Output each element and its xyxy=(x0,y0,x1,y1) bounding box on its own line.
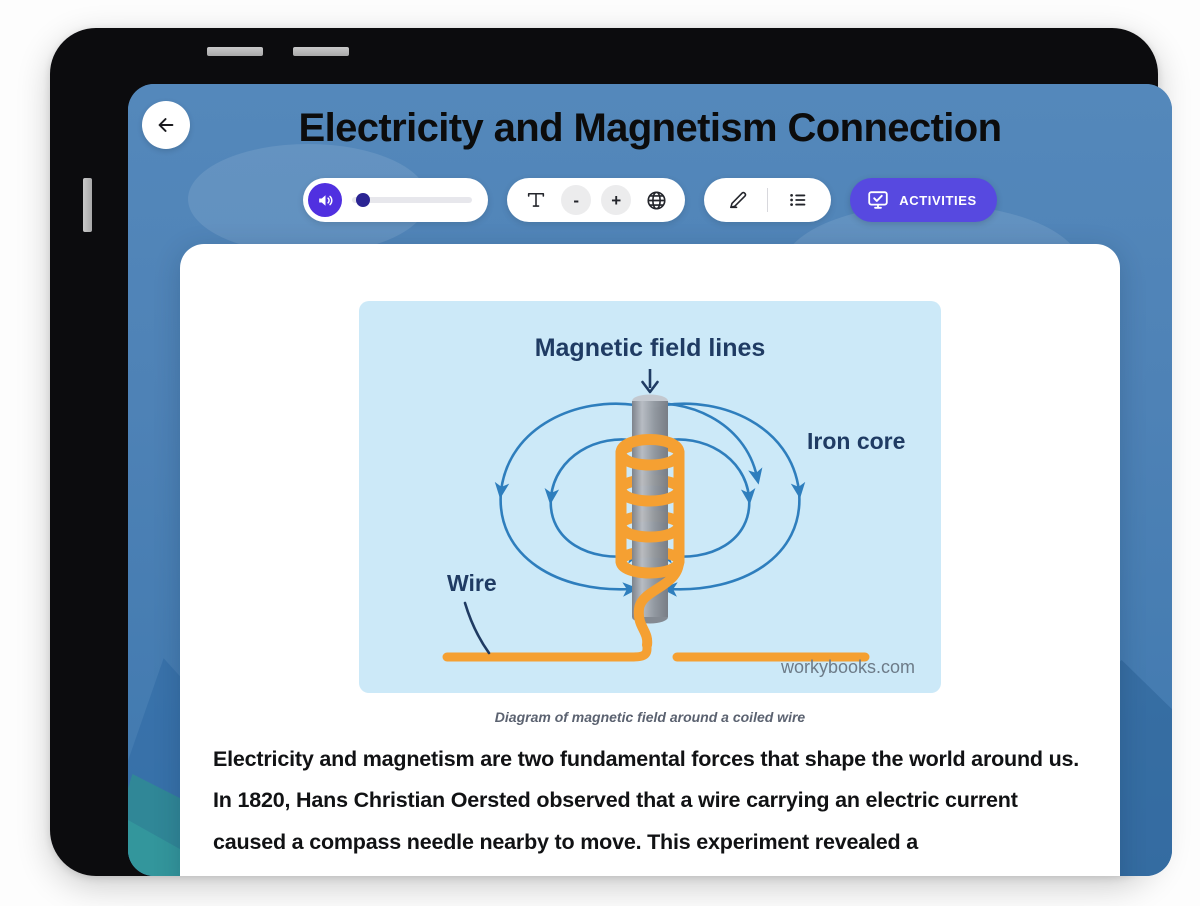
monitor-check-icon xyxy=(868,191,888,209)
label-iron-core: Iron core xyxy=(807,428,905,454)
decrease-text-size-button[interactable]: - xyxy=(561,185,592,215)
label-wire: Wire xyxy=(447,570,497,596)
audio-slider-thumb[interactable] xyxy=(356,193,371,207)
lesson-content-card: Magnetic field lines xyxy=(180,244,1120,876)
figure-container: Magnetic field lines xyxy=(185,249,1115,693)
language-button[interactable] xyxy=(641,185,671,215)
audio-progress-slider[interactable] xyxy=(352,193,473,207)
label-magnetic-field-lines: Magnetic field lines xyxy=(535,334,766,362)
text-format-button[interactable] xyxy=(521,185,551,215)
lesson-content-inner: Magnetic field lines xyxy=(185,249,1115,863)
arrow-left-icon xyxy=(158,118,174,132)
highlighter-button[interactable] xyxy=(722,185,752,215)
tablet-device-frame: Electricity and Magnetism Connection xyxy=(50,28,1172,876)
pencil-highlighter-icon xyxy=(730,191,747,209)
magnetic-field-illustration: Magnetic field lines xyxy=(442,334,915,677)
page-title: Electricity and Magnetism Connection xyxy=(298,106,1003,150)
toolbar-divider xyxy=(767,188,769,212)
list-view-icon xyxy=(790,194,806,206)
annotation-tools-group xyxy=(704,178,832,222)
tablet-volume-down-button[interactable] xyxy=(293,47,349,56)
speaker-volume-icon xyxy=(318,194,333,206)
tablet-screen: Electricity and Magnetism Connection xyxy=(128,84,1172,876)
text-settings-group: - + xyxy=(507,178,686,222)
figure-caption: Diagram of magnetic field around a coile… xyxy=(494,709,806,725)
diagram-watermark: workybooks.com xyxy=(780,657,915,677)
text-format-icon xyxy=(528,192,545,207)
list-view-button[interactable] xyxy=(783,185,813,215)
magnetic-field-diagram: Magnetic field lines xyxy=(359,301,941,693)
activities-button[interactable]: ACTIVITIES xyxy=(850,178,997,222)
globe-icon xyxy=(647,190,666,210)
increase-text-size-button[interactable]: + xyxy=(601,185,632,215)
audio-control-group xyxy=(303,178,489,222)
tablet-volume-up-button[interactable] xyxy=(207,47,263,56)
back-button[interactable] xyxy=(142,101,190,149)
play-audio-button[interactable] xyxy=(308,183,343,217)
tablet-power-button[interactable] xyxy=(83,178,92,232)
activities-button-label: ACTIVITIES xyxy=(899,192,977,208)
lesson-toolbar: - + xyxy=(128,178,1172,222)
lesson-paragraph: Electricity and magnetism are two fundam… xyxy=(213,747,1080,854)
